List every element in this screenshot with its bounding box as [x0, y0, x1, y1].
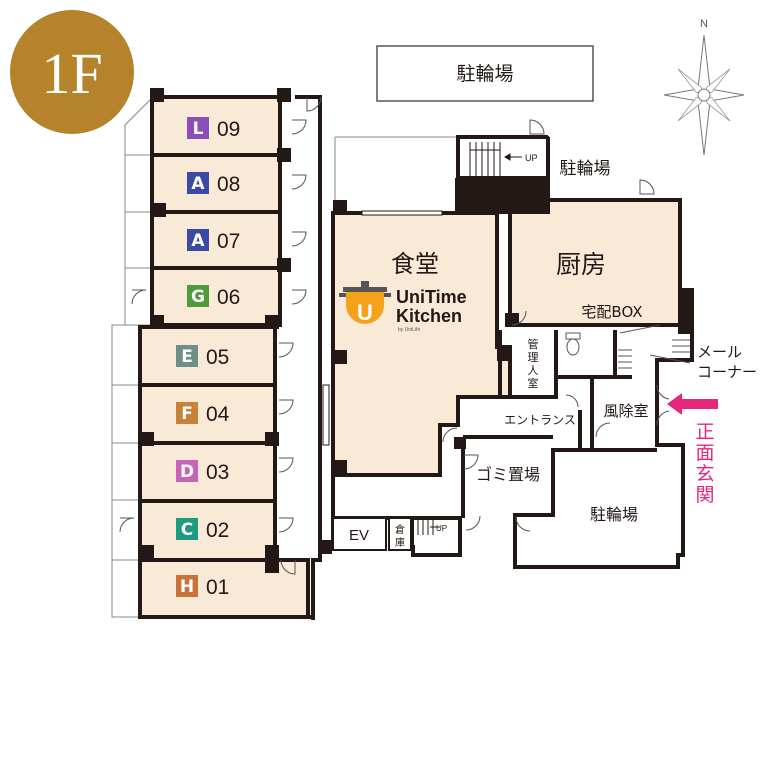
room-03: D 03 — [176, 460, 229, 484]
room-badge — [176, 575, 198, 597]
manager-room-char-4: 室 — [528, 376, 539, 390]
stairs-top — [457, 136, 549, 178]
floor-badge: 1F — [10, 10, 134, 134]
svg-text:U: U — [357, 300, 373, 325]
storage-box — [388, 517, 412, 551]
windbreak-room-label: 風除室 — [603, 402, 648, 420]
kitchen-label: 厨房 — [556, 250, 606, 279]
manager-room-char-2: 理 — [528, 351, 539, 364]
room-04: F 04 — [176, 402, 230, 426]
main-entrance-label: 正 面 玄 関 — [695, 421, 714, 506]
room-badge — [187, 117, 209, 139]
room-badge — [176, 402, 198, 424]
mail-corner-label-2: コーナー — [697, 363, 757, 381]
delivery-box-label: 宅配BOX — [581, 303, 642, 321]
main-entrance-char-1: 正 — [695, 421, 714, 443]
unit-rooms — [138, 95, 310, 619]
room-06: G 06 — [187, 285, 240, 309]
dining-area — [331, 211, 512, 477]
room-badge — [176, 345, 198, 367]
compass-north-label: N — [700, 18, 708, 30]
door-swings — [119, 96, 691, 575]
room-05: E 05 — [176, 345, 229, 369]
room-09: L 09 — [187, 117, 240, 141]
manager-room-char-1: 管 — [528, 337, 539, 351]
room-badge-letter: L — [193, 119, 204, 139]
room-badge-letter: D — [180, 462, 194, 482]
room-badge-letter: C — [181, 520, 193, 540]
main-entrance-arrow-icon — [667, 393, 718, 415]
toilet-icon — [565, 332, 581, 356]
windows — [322, 210, 443, 446]
logo-sub: by UniLife — [398, 327, 420, 333]
room-number: 06 — [217, 286, 240, 309]
room-number: 04 — [206, 403, 230, 426]
main-entrance-char-4: 関 — [695, 484, 714, 506]
main-entrance-char-3: 玄 — [695, 463, 714, 485]
room-07: A 07 — [187, 229, 240, 253]
room-badge-letter: F — [181, 404, 193, 424]
garbage-label: ゴミ置場 — [476, 465, 540, 484]
room-number: 01 — [206, 576, 229, 599]
room-badge-letter: A — [191, 231, 205, 251]
room-number: 05 — [206, 346, 229, 369]
mail-corner-label-1: メール — [697, 343, 742, 361]
balcony-outlines — [111, 99, 458, 618]
manager-room-label: 管 理 人 室 — [528, 337, 539, 390]
room-badge-letter: A — [191, 174, 205, 194]
room-badge-letter: G — [191, 287, 205, 307]
room-number: 03 — [206, 461, 229, 484]
room-badge — [176, 460, 198, 482]
entrance-label: エントランス — [504, 413, 576, 427]
bike-parking-top-area — [376, 45, 594, 102]
floor-label: 1F — [41, 41, 102, 106]
bike-parking-bottom-label: 駐輪場 — [590, 505, 638, 524]
room-badge — [187, 285, 209, 307]
room-badge-letter: H — [180, 577, 194, 597]
elevator-box — [332, 517, 387, 551]
room-number: 07 — [217, 230, 240, 253]
elevator-label: EV — [349, 527, 369, 544]
unitime-kitchen-logo: U UniTime Kitchen by UniLife — [339, 281, 467, 333]
room-badge — [187, 229, 209, 251]
main-entrance-char-2: 面 — [695, 442, 714, 464]
bike-parking-right-label: 駐輪場 — [560, 159, 611, 179]
logo-line2: Kitchen — [396, 306, 462, 326]
manager-room-char-3: 人 — [528, 364, 539, 377]
logo-line1: UniTime — [396, 287, 467, 307]
room-badge — [187, 172, 209, 194]
stairs-top-up-label: UP — [525, 153, 538, 163]
compass-icon: N — [663, 18, 745, 156]
dining-label: 食堂 — [391, 250, 439, 278]
stairs-bottom — [412, 517, 462, 556]
stairs-bottom-up-label: UP — [436, 524, 447, 533]
storage-label-1: 倉 — [395, 523, 405, 536]
room-badge — [176, 518, 198, 540]
structural-columns — [140, 88, 694, 573]
storage-label-2: 庫 — [395, 536, 405, 549]
room-number: 09 — [217, 118, 240, 141]
room-number: 08 — [217, 173, 240, 196]
room-01: H 01 — [176, 575, 229, 599]
room-08: A 08 — [187, 172, 240, 196]
room-badge-letter: E — [181, 347, 193, 367]
mail-corner-steps — [618, 339, 690, 369]
room-number: 02 — [206, 519, 229, 542]
bike-parking-top-label: 駐輪場 — [456, 63, 513, 85]
room-02: C 02 — [176, 518, 229, 542]
